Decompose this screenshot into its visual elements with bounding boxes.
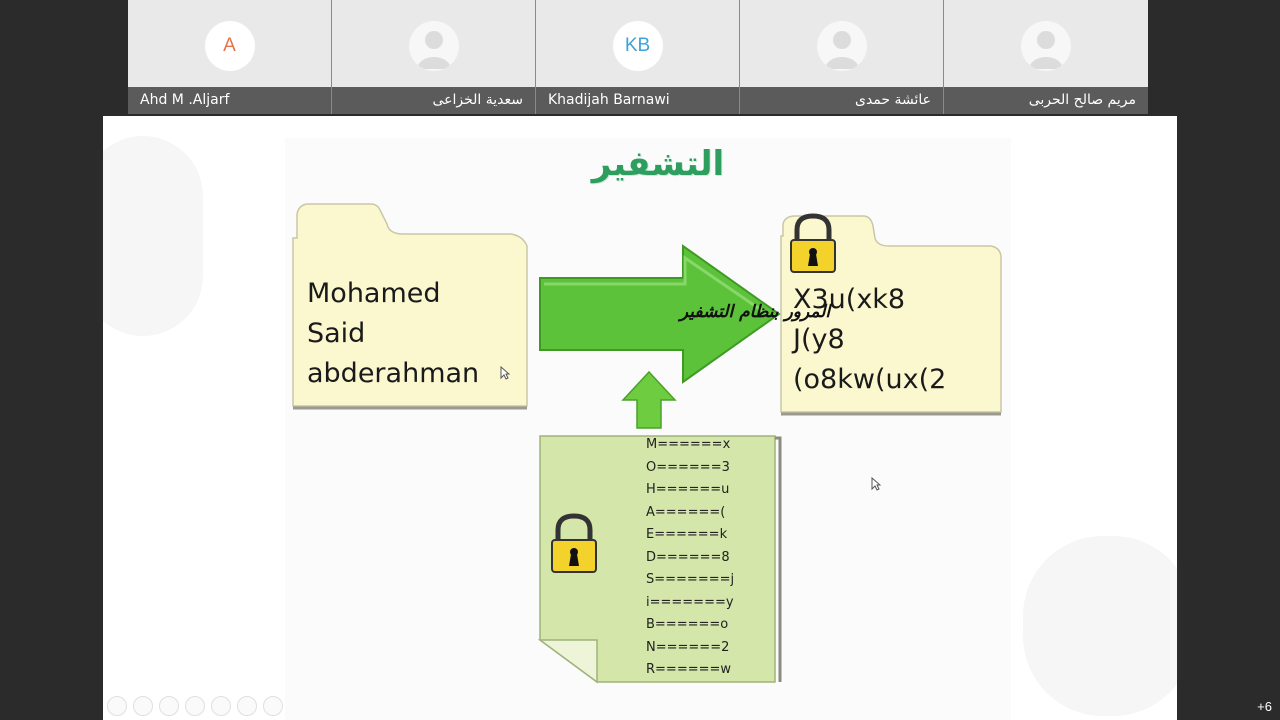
pen-tool-button[interactable] [159,696,179,716]
zoom-button[interactable] [211,696,231,716]
more-options-button[interactable] [263,696,283,716]
ciphertext-line: J(y8 [793,324,845,355]
mouse-pointer-icon [500,366,510,380]
participant-tile[interactable]: عائشة حمدى [740,0,944,114]
encryption-diagram [292,203,1002,684]
key-entry: S=======j [646,572,735,587]
participant-tile[interactable]: A Ahd M .Aljarf [128,0,332,114]
participant-name: Khadijah Barnawi [536,87,739,114]
ciphertext-line: (o8kw(ux(2 [793,364,947,395]
key-entry: O======3 [646,459,730,475]
encryption-arrow-icon [539,244,781,384]
avatar: KB [612,21,663,71]
background-decoration [103,136,203,336]
subtitles-button[interactable] [237,696,257,716]
slide-title: التشفير [591,144,725,184]
ciphertext-text: X3u(xk8 J(y8 (o8kw(ux(2 [793,280,946,400]
key-entry: H======u [646,482,730,497]
plaintext-line: Said [307,318,366,349]
participant-name: مريم صالح الحربى [944,87,1148,114]
plaintext-folder-icon [292,203,528,410]
person-icon [408,21,459,71]
person-icon [816,21,867,71]
shared-screen-slide: التشفير [103,116,1177,720]
avatar: A [204,21,255,71]
key-entry: A======( [646,504,726,520]
key-input-arrow-icon [621,370,677,429]
key-entry: B======o [646,617,729,632]
plaintext-line: Mohamed [307,278,441,309]
mouse-pointer-icon [871,477,881,491]
participant-name: عائشة حمدى [740,87,943,114]
key-document-icon [537,435,782,684]
participant-tile[interactable]: مريم صالح الحربى [944,0,1148,114]
key-entry: D======8 [646,549,730,565]
key-entry: R======w [646,662,732,677]
next-slide-button[interactable] [133,696,153,716]
arrow-label: المرور بنظام التشفير [679,302,831,322]
plaintext-text: Mohamed Said abderahman [307,274,479,394]
key-table: M======x O======3 H======u A======( E===… [646,434,734,682]
key-entry: E======k [646,527,728,542]
more-participants-count[interactable]: +6 [1257,699,1272,714]
slideshow-toolbar [107,696,283,716]
background-decoration [1023,536,1177,716]
person-icon [1021,21,1071,71]
previous-slide-button[interactable] [107,696,127,716]
key-entry: N======2 [646,639,730,655]
slides-overview-button[interactable] [185,696,205,716]
lock-icon [790,213,836,273]
plaintext-line: abderahman [307,358,480,389]
lock-icon [551,513,597,573]
participant-name: Ahd M .Aljarf [128,87,331,114]
key-entry: M======x [646,437,731,452]
key-entry: i=======y [646,594,734,610]
participant-strip: A Ahd M .Aljarf سعدية الخزاعى KB Khadija… [128,0,1152,114]
ciphertext-line: X3u(xk8 [793,284,906,315]
participant-name: سعدية الخزاعى [332,87,535,114]
participant-tile[interactable]: KB Khadijah Barnawi [536,0,740,114]
participant-tile[interactable]: سعدية الخزاعى [332,0,536,114]
